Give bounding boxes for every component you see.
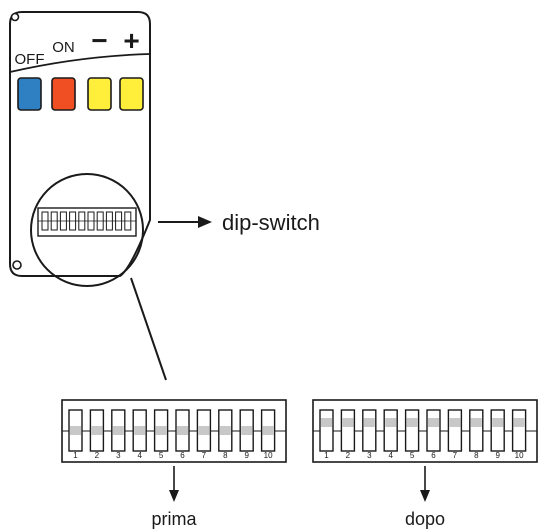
arrow-down-icon xyxy=(420,490,430,502)
switch-toggle-up xyxy=(321,418,332,427)
switch-number: 3 xyxy=(116,451,121,460)
switch-number: 4 xyxy=(388,451,393,460)
switch-slot-6 xyxy=(426,409,441,452)
switch-toggle-down xyxy=(70,426,81,435)
switch-toggle-down xyxy=(219,426,231,435)
switch-number: 6 xyxy=(431,451,436,460)
switch-toggle-down xyxy=(177,426,188,435)
switch-toggle-down xyxy=(155,426,167,435)
dip-switch-panel-dopo: 1 2 3 4 5 6 7 8 9 10 dopo xyxy=(312,399,538,529)
switch-number: 7 xyxy=(453,451,458,460)
switch-toggle-up xyxy=(428,418,439,427)
switch-number: 10 xyxy=(264,451,273,460)
switch-number: 5 xyxy=(410,451,415,460)
switch-number: 6 xyxy=(180,451,185,460)
hole-bottom-icon xyxy=(12,260,22,270)
magnifier-lens xyxy=(30,173,144,287)
switch-number: 7 xyxy=(202,451,207,460)
switch-number: 4 xyxy=(137,451,142,460)
switch-toggle-up xyxy=(363,418,375,427)
off-label: OFF xyxy=(15,51,45,68)
switch-toggle-down xyxy=(198,426,210,435)
on-button[interactable] xyxy=(51,77,76,111)
minus-icon: − xyxy=(91,25,107,56)
hole-top-icon xyxy=(10,12,20,22)
switch-number: 1 xyxy=(324,451,329,460)
dip-switch-panel-prima: 1 2 3 4 5 6 7 8 9 10 prima xyxy=(61,399,287,529)
switch-toggle-down xyxy=(134,426,146,435)
switch-toggle-up xyxy=(470,418,482,427)
switch-slot-9 xyxy=(490,409,505,452)
switch-slot-1 xyxy=(319,409,334,452)
magnifier xyxy=(30,173,167,381)
switch-number: 8 xyxy=(474,451,479,460)
arrow-down-icon xyxy=(169,490,179,502)
switch-number: 3 xyxy=(367,451,372,460)
plus-button[interactable] xyxy=(119,77,144,111)
switch-slot-3 xyxy=(362,409,377,452)
switch-number: 5 xyxy=(159,451,164,460)
switch-toggle-up xyxy=(492,418,504,427)
switch-number: 8 xyxy=(223,451,228,460)
switch-toggle-down xyxy=(91,426,103,435)
switch-toggle-down xyxy=(241,426,253,435)
callout-label: dip-switch xyxy=(222,210,320,235)
switch-number: 9 xyxy=(244,451,249,460)
switch-toggle-up xyxy=(385,418,397,427)
switch-slot-4 xyxy=(383,409,398,452)
switch-slot-10 xyxy=(511,409,527,452)
off-button[interactable] xyxy=(17,77,42,111)
switch-number: 9 xyxy=(495,451,500,460)
minus-button[interactable] xyxy=(87,77,112,111)
switch-slot-8 xyxy=(469,409,484,452)
panel-caption: prima xyxy=(151,509,197,529)
switch-number: 10 xyxy=(515,451,524,460)
switch-slot-7 xyxy=(447,409,463,452)
on-label: ON xyxy=(52,39,75,56)
switch-toggle-up xyxy=(449,418,461,427)
switch-slot-5 xyxy=(404,409,420,452)
arrow-right-icon xyxy=(198,216,212,228)
switch-number: 1 xyxy=(73,451,78,460)
switch-toggle-up xyxy=(406,418,418,427)
plus-icon: + xyxy=(123,25,139,56)
switch-number: 2 xyxy=(95,451,100,460)
switch-toggle-up xyxy=(513,418,525,427)
magnifier-handle xyxy=(130,277,167,381)
panel-divider xyxy=(9,53,151,73)
switch-toggle-down xyxy=(112,426,124,435)
switch-slot-2 xyxy=(340,409,356,452)
panel-caption: dopo xyxy=(405,509,445,529)
switch-toggle-up xyxy=(342,418,354,427)
switch-toggle-down xyxy=(262,426,274,435)
switch-number: 2 xyxy=(346,451,351,460)
callout: dip-switch xyxy=(158,210,320,235)
